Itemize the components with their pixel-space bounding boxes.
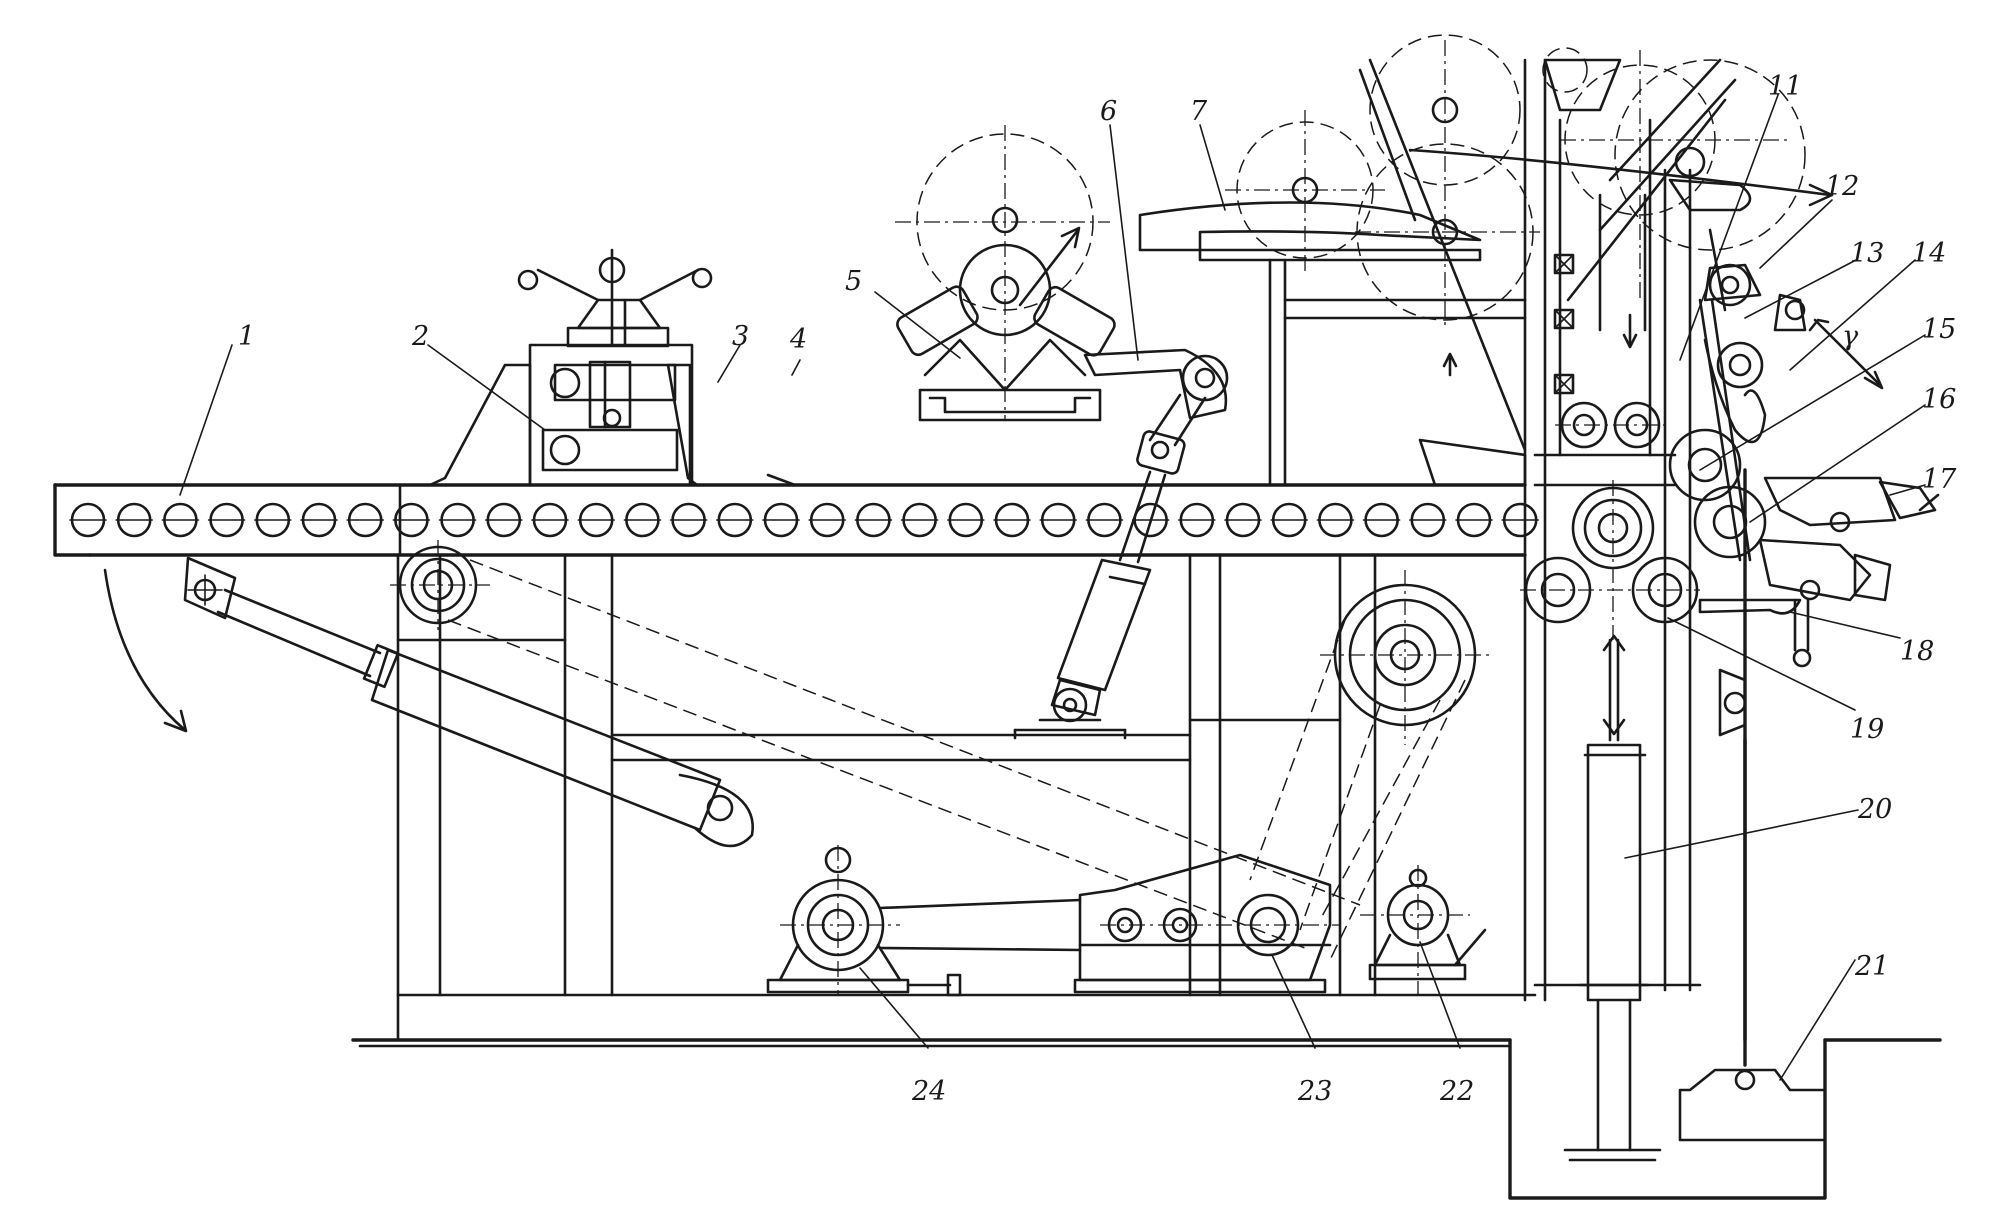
label-12: 12 — [1825, 171, 1859, 202]
left-drive-pulley — [390, 540, 490, 630]
motor-right — [1360, 865, 1487, 995]
label-5: 5 — [845, 266, 862, 297]
upsetting-head — [428, 248, 797, 487]
label-21: 21 — [1854, 951, 1889, 982]
clamp-jaws — [895, 125, 1116, 422]
label-7: 7 — [1190, 96, 1208, 127]
label-16: 16 — [1922, 384, 1956, 415]
tilt-arrow — [103, 568, 188, 733]
rope-and-anchor — [1678, 738, 1827, 1142]
part-labels: 1 2 3 4 5 6 7 11 12 13 14 15 16 17 18 19… — [238, 71, 1957, 1107]
label-2: 2 — [411, 321, 429, 352]
leader-lines — [179, 94, 1926, 1081]
foundation-pit — [1508, 1038, 1827, 1200]
upper-table — [1138, 34, 1540, 487]
angle-gamma-label: γ — [1842, 321, 1859, 352]
vertical-cylinder — [1563, 634, 1662, 1162]
label-15: 15 — [1922, 314, 1956, 345]
drive-belts — [447, 559, 1466, 961]
label-22: 22 — [1439, 1076, 1474, 1107]
label-6: 6 — [1100, 96, 1117, 127]
conveyor-rollers — [69, 502, 1539, 538]
roll-pair — [1555, 58, 1737, 449]
lever-and-cylinder — [1013, 348, 1229, 740]
label-18: 18 — [1900, 636, 1934, 667]
motor-left — [766, 845, 1082, 997]
label-11: 11 — [1768, 71, 1802, 102]
label-23: 23 — [1297, 1076, 1332, 1107]
tilt-cylinder-left — [183, 556, 755, 848]
roller-conveyor — [53, 483, 1539, 557]
machine-frame — [396, 553, 1537, 1042]
label-3: 3 — [732, 321, 749, 352]
label-13: 13 — [1850, 238, 1884, 269]
gearbox — [1073, 853, 1340, 994]
label-4: 4 — [789, 324, 807, 355]
guide-assembly — [1520, 263, 1940, 1042]
main-pulley — [1320, 570, 1490, 745]
label-14: 14 — [1912, 238, 1946, 269]
ground-line — [351, 1038, 1942, 1048]
label-17: 17 — [1922, 464, 1957, 495]
label-19: 19 — [1850, 714, 1884, 745]
right-tower-frame — [1523, 58, 1702, 1002]
label-24: 24 — [911, 1076, 946, 1107]
label-1: 1 — [238, 321, 255, 352]
label-20: 20 — [1857, 794, 1892, 825]
